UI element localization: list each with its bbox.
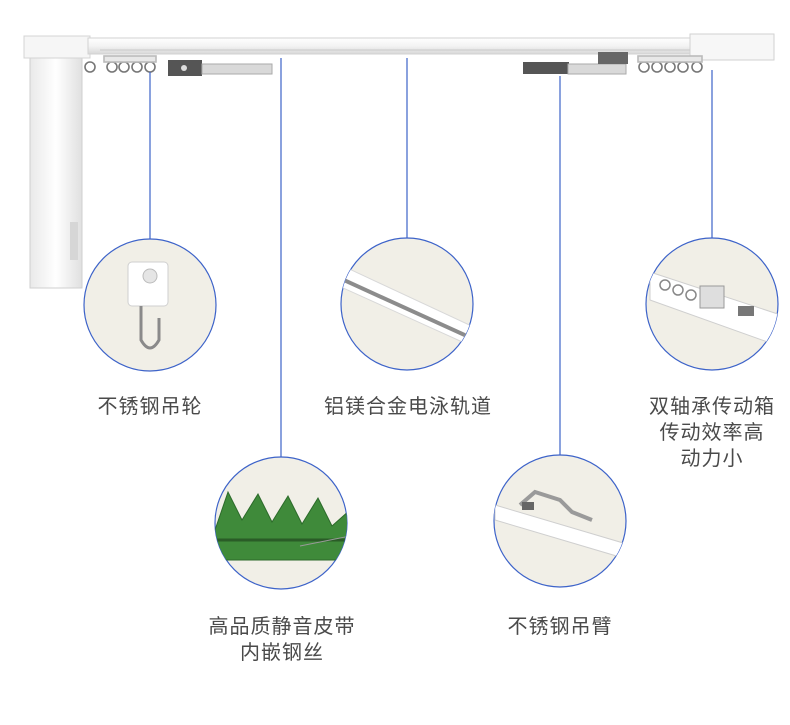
transmission-callout bbox=[645, 237, 779, 371]
leader-lines bbox=[149, 58, 713, 457]
label-hook-wheel: 不锈钢吊轮 bbox=[88, 393, 212, 419]
right-hook-set bbox=[637, 55, 703, 73]
arm-callout bbox=[493, 454, 627, 588]
label-track: 铝镁合金电泳轨道 bbox=[308, 393, 508, 419]
label-belt-line1: 高品质静音皮带 bbox=[208, 614, 356, 638]
right-carriage bbox=[523, 52, 628, 75]
label-dual-bearing-line3: 动力小 bbox=[680, 446, 744, 470]
curtain-rail bbox=[87, 33, 775, 61]
belt-callout bbox=[214, 456, 348, 590]
label-dual-bearing-line2: 传动效率高 bbox=[659, 420, 765, 444]
label-dual-bearing: 双轴承传动箱 传动效率高 动力小 bbox=[634, 393, 790, 471]
hook-wheel-callout bbox=[83, 238, 217, 372]
label-dual-bearing-line1: 双轴承传动箱 bbox=[649, 394, 775, 418]
label-belt-line2: 内嵌钢丝 bbox=[240, 640, 324, 664]
label-track-line1: 铝镁合金电泳轨道 bbox=[324, 394, 492, 418]
track-callout bbox=[340, 237, 474, 371]
left-hook-set bbox=[84, 55, 157, 73]
label-arm-line1: 不锈钢吊臂 bbox=[507, 614, 613, 638]
motor-unit bbox=[23, 35, 91, 289]
label-hook-wheel-line1: 不锈钢吊轮 bbox=[97, 394, 203, 418]
left-carriage bbox=[168, 60, 273, 76]
label-belt: 高品质静音皮带 内嵌钢丝 bbox=[190, 613, 374, 665]
label-arm: 不锈钢吊臂 bbox=[496, 613, 624, 639]
